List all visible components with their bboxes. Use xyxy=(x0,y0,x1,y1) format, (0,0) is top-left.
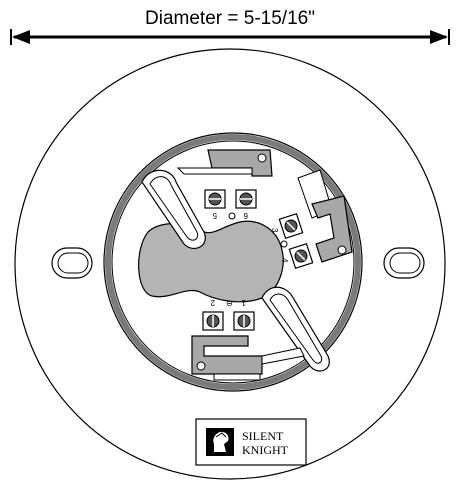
lower-right-slot xyxy=(261,286,330,372)
left-arrow-icon xyxy=(12,30,30,44)
center-cavity xyxy=(138,220,284,303)
ground-icon-bottom: ⊖ xyxy=(226,299,233,308)
terminal-1-screw xyxy=(233,311,255,331)
silent-knight-logo: SILENT KNIGHT xyxy=(195,418,307,466)
mounting-slot-left xyxy=(51,247,93,279)
ground-icon-top xyxy=(228,212,236,220)
bottom-contact-bracket xyxy=(191,335,305,381)
terminal-label-4: 4 xyxy=(280,258,289,263)
right-arrow-icon xyxy=(430,30,448,44)
dimension-line xyxy=(10,29,450,45)
terminal-5-screw xyxy=(204,189,226,209)
terminal-3-screw xyxy=(278,212,304,240)
terminal-6-screw xyxy=(235,189,257,209)
mounting-slot-right xyxy=(383,247,425,279)
top-contact-bracket xyxy=(176,149,273,177)
terminal-label-3: 3 xyxy=(270,228,279,233)
inner-ring-band xyxy=(105,134,361,390)
terminal-label-6: 6 xyxy=(243,211,248,220)
terminal-label-2: 2 xyxy=(210,298,215,307)
terminal-2-screw xyxy=(202,311,224,331)
right-contact-bracket xyxy=(297,169,353,263)
ground-icon-right xyxy=(280,240,288,248)
logo-text-line1: SILENT xyxy=(242,429,284,443)
terminal-label-1: 1 xyxy=(241,298,246,307)
upper-left-slot xyxy=(141,169,206,249)
logo-text-line2: KNIGHT xyxy=(242,443,289,457)
terminal-label-5: 5 xyxy=(212,211,217,220)
terminal-4-screw xyxy=(288,242,314,270)
diameter-label: Diameter = 5-15/16" xyxy=(145,8,315,29)
